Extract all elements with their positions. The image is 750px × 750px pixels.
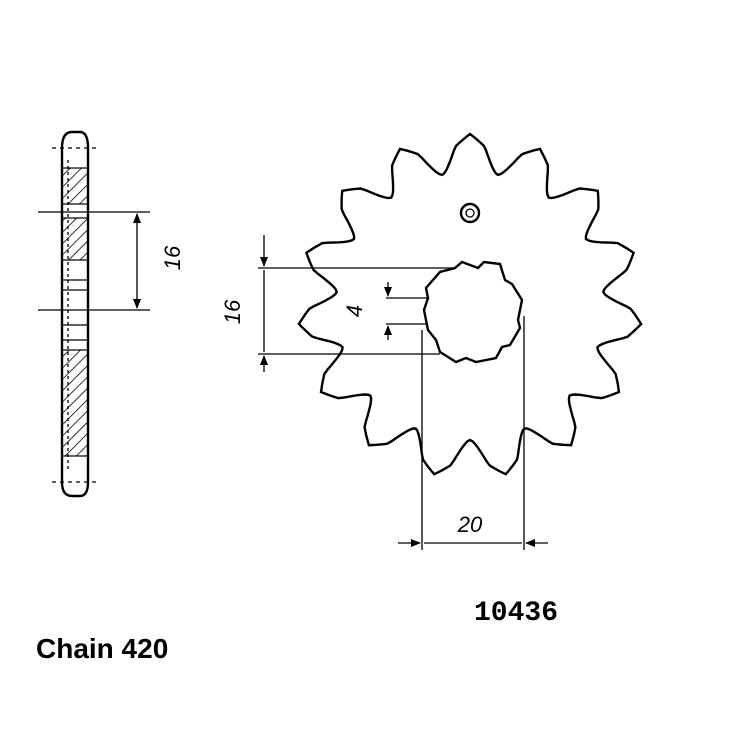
bore-diameter-dim-label: 20 (457, 512, 483, 537)
part-number: 10436 (474, 598, 558, 629)
bore-height-dim-label: 16 (220, 299, 245, 324)
chain-size-label: Chain 420 (36, 633, 168, 664)
bore-splined-hole (422, 260, 524, 364)
sprocket-outline (297, 132, 643, 476)
side-height-dim-label: 16 (160, 245, 185, 270)
side-hatch-top (61, 167, 89, 205)
sprocket-front-view: 16 4 20 (220, 132, 643, 550)
mounting-hole (459, 202, 481, 224)
sprocket-side-view: 16 (38, 130, 185, 498)
side-hatch-upper (61, 217, 89, 261)
mounting-hole-inner (465, 208, 475, 218)
key-width-dim-label: 4 (342, 305, 367, 317)
side-hatch-lower (61, 349, 89, 457)
